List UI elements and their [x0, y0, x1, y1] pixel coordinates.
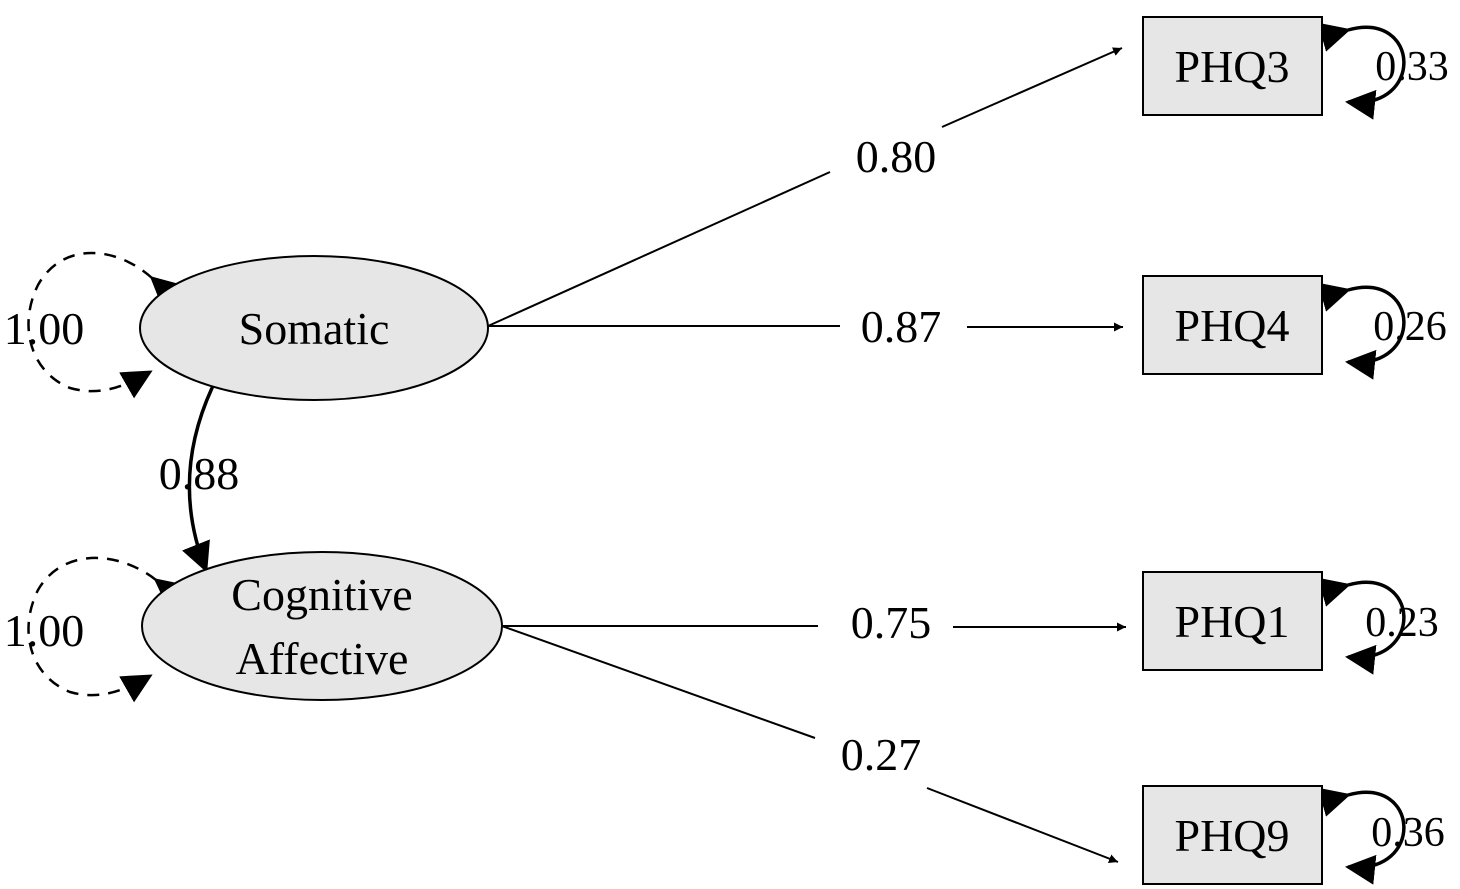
phq9-residual-loop [1317, 787, 1406, 885]
somatic-label: Somatic [239, 303, 390, 354]
phq4-residual-label: 0.26 [1373, 304, 1447, 350]
loading-edges [487, 47, 1126, 863]
indicator-phq3: PHQ3 [1142, 16, 1323, 116]
phq4-label: PHQ4 [1174, 300, 1289, 351]
loading-phq4-label: 0.87 [861, 301, 942, 352]
phq1-residual-loop [1317, 577, 1406, 675]
indicator-phq9: PHQ9 [1142, 785, 1323, 885]
factor-correlation-label: 0.88 [159, 448, 240, 499]
somatic-ellipse [139, 255, 489, 401]
edge-somatic-phq3-a [487, 171, 831, 327]
factor-correlation-arrow [182, 357, 237, 573]
phq1-residual-label: 0.23 [1365, 600, 1439, 646]
indicator-phq4: PHQ4 [1142, 275, 1323, 375]
cognitive-label-line1: Cognitive [231, 569, 412, 620]
phq9-residual-label: 0.36 [1371, 810, 1445, 856]
edge-cognitive-phq9-b [926, 787, 1119, 863]
phq3-label: PHQ3 [1174, 41, 1289, 92]
edge-somatic-phq3-b [941, 47, 1123, 128]
loading-phq9-label: 0.27 [841, 729, 922, 780]
somatic-variance-loop [27, 251, 183, 399]
phq4-residual-loop [1317, 282, 1406, 380]
loading-phq3-label: 0.80 [856, 131, 937, 182]
indicator-phq1: PHQ1 [1142, 571, 1323, 671]
edge-cognitive-phq9-a [501, 625, 816, 739]
phq9-box [1142, 785, 1323, 885]
phq1-label: PHQ1 [1174, 596, 1289, 647]
somatic-variance-label: 1.00 [4, 303, 85, 354]
cognitive-variance-label: 1.00 [4, 605, 85, 656]
phq3-box [1142, 16, 1323, 116]
phq1-box [1142, 571, 1323, 671]
cognitive-affective-ellipse [141, 551, 503, 701]
residual-loops [1317, 22, 1406, 885]
factor-somatic: Somatic [139, 255, 489, 401]
phq3-residual-loop [1317, 22, 1406, 120]
phq9-label: PHQ9 [1174, 810, 1289, 861]
factor-cognitive-affective: Cognitive Affective [141, 551, 503, 701]
phq3-residual-label: 0.33 [1375, 44, 1449, 90]
cognitive-label-line2: Affective [236, 633, 409, 684]
phq4-box [1142, 275, 1323, 375]
loading-phq1-label: 0.75 [851, 597, 932, 648]
